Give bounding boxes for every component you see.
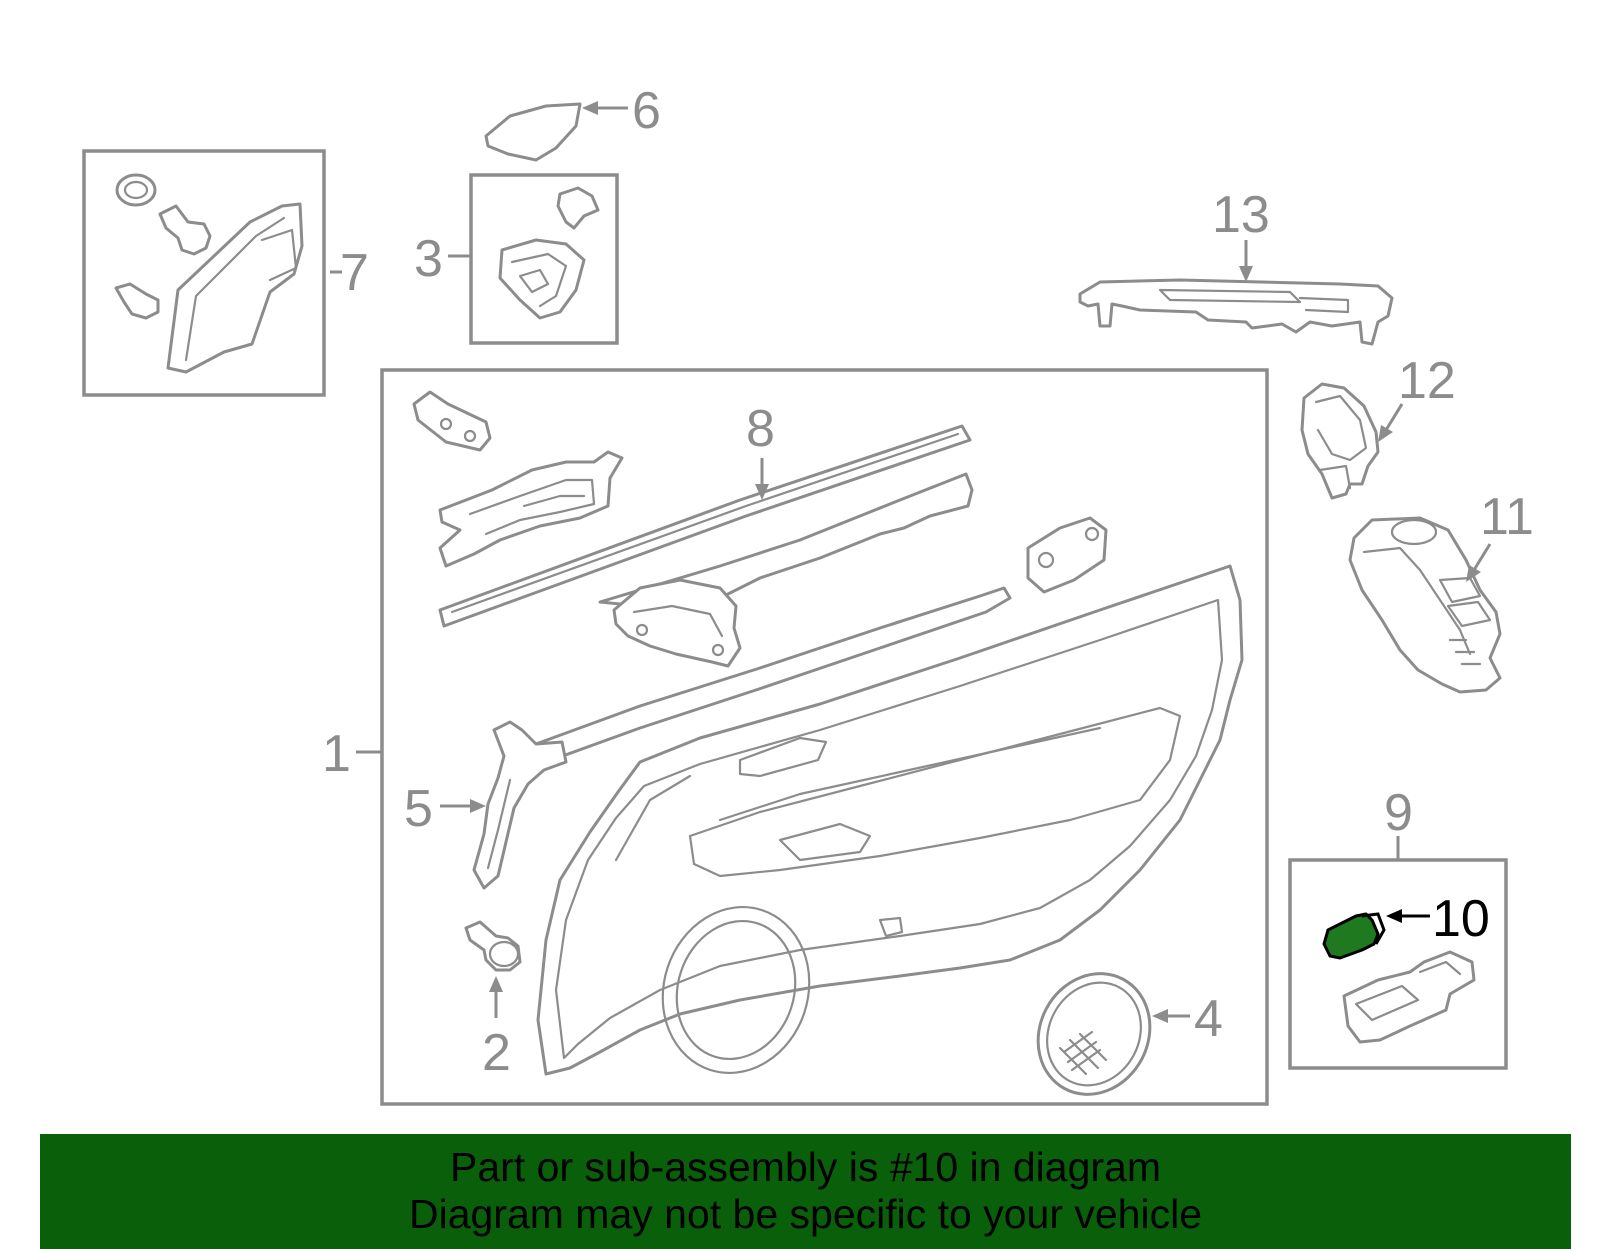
callout-2: 2 [482, 1024, 511, 1082]
notice-line-1: Part or sub-assembly is #10 in diagram [450, 1144, 1161, 1190]
callout-1: 1 [322, 725, 351, 783]
part-4-illustration [1036, 972, 1190, 1096]
callout-3: 3 [414, 230, 443, 288]
part-2-illustration [464, 920, 522, 1018]
part-10-bulb-highlighted[interactable] [1322, 912, 1386, 960]
callout-8: 8 [746, 400, 775, 458]
notice-banner: Part or sub-assembly is #10 in diagram D… [40, 1134, 1571, 1249]
group-box-3 [469, 173, 619, 345]
part-1-door-panel-illustration [412, 390, 1244, 1076]
callout-11: 11 [1480, 488, 1534, 546]
part-12-illustration [1300, 382, 1404, 500]
callout-13: 13 [1212, 186, 1270, 244]
part-3-illustration [448, 186, 600, 320]
callout-7: 7 [340, 244, 369, 302]
group-box-7 [82, 149, 326, 397]
callout-6: 6 [632, 82, 661, 140]
part-6-illustration [484, 101, 628, 162]
callout-12: 12 [1398, 352, 1456, 410]
part-11-illustration [1348, 516, 1502, 694]
notice-line-2: Diagram may not be specific to your vehi… [408, 1191, 1202, 1237]
callout-9: 9 [1384, 784, 1413, 842]
part-13-illustration [1078, 240, 1394, 346]
callout-10: 10 [1432, 890, 1490, 948]
callout-5: 5 [404, 780, 433, 838]
group-box-1 [380, 368, 1269, 1106]
part-9-socket-illustration [1342, 950, 1476, 1044]
part-7-illustration [114, 173, 342, 374]
callout-4: 4 [1194, 990, 1223, 1048]
